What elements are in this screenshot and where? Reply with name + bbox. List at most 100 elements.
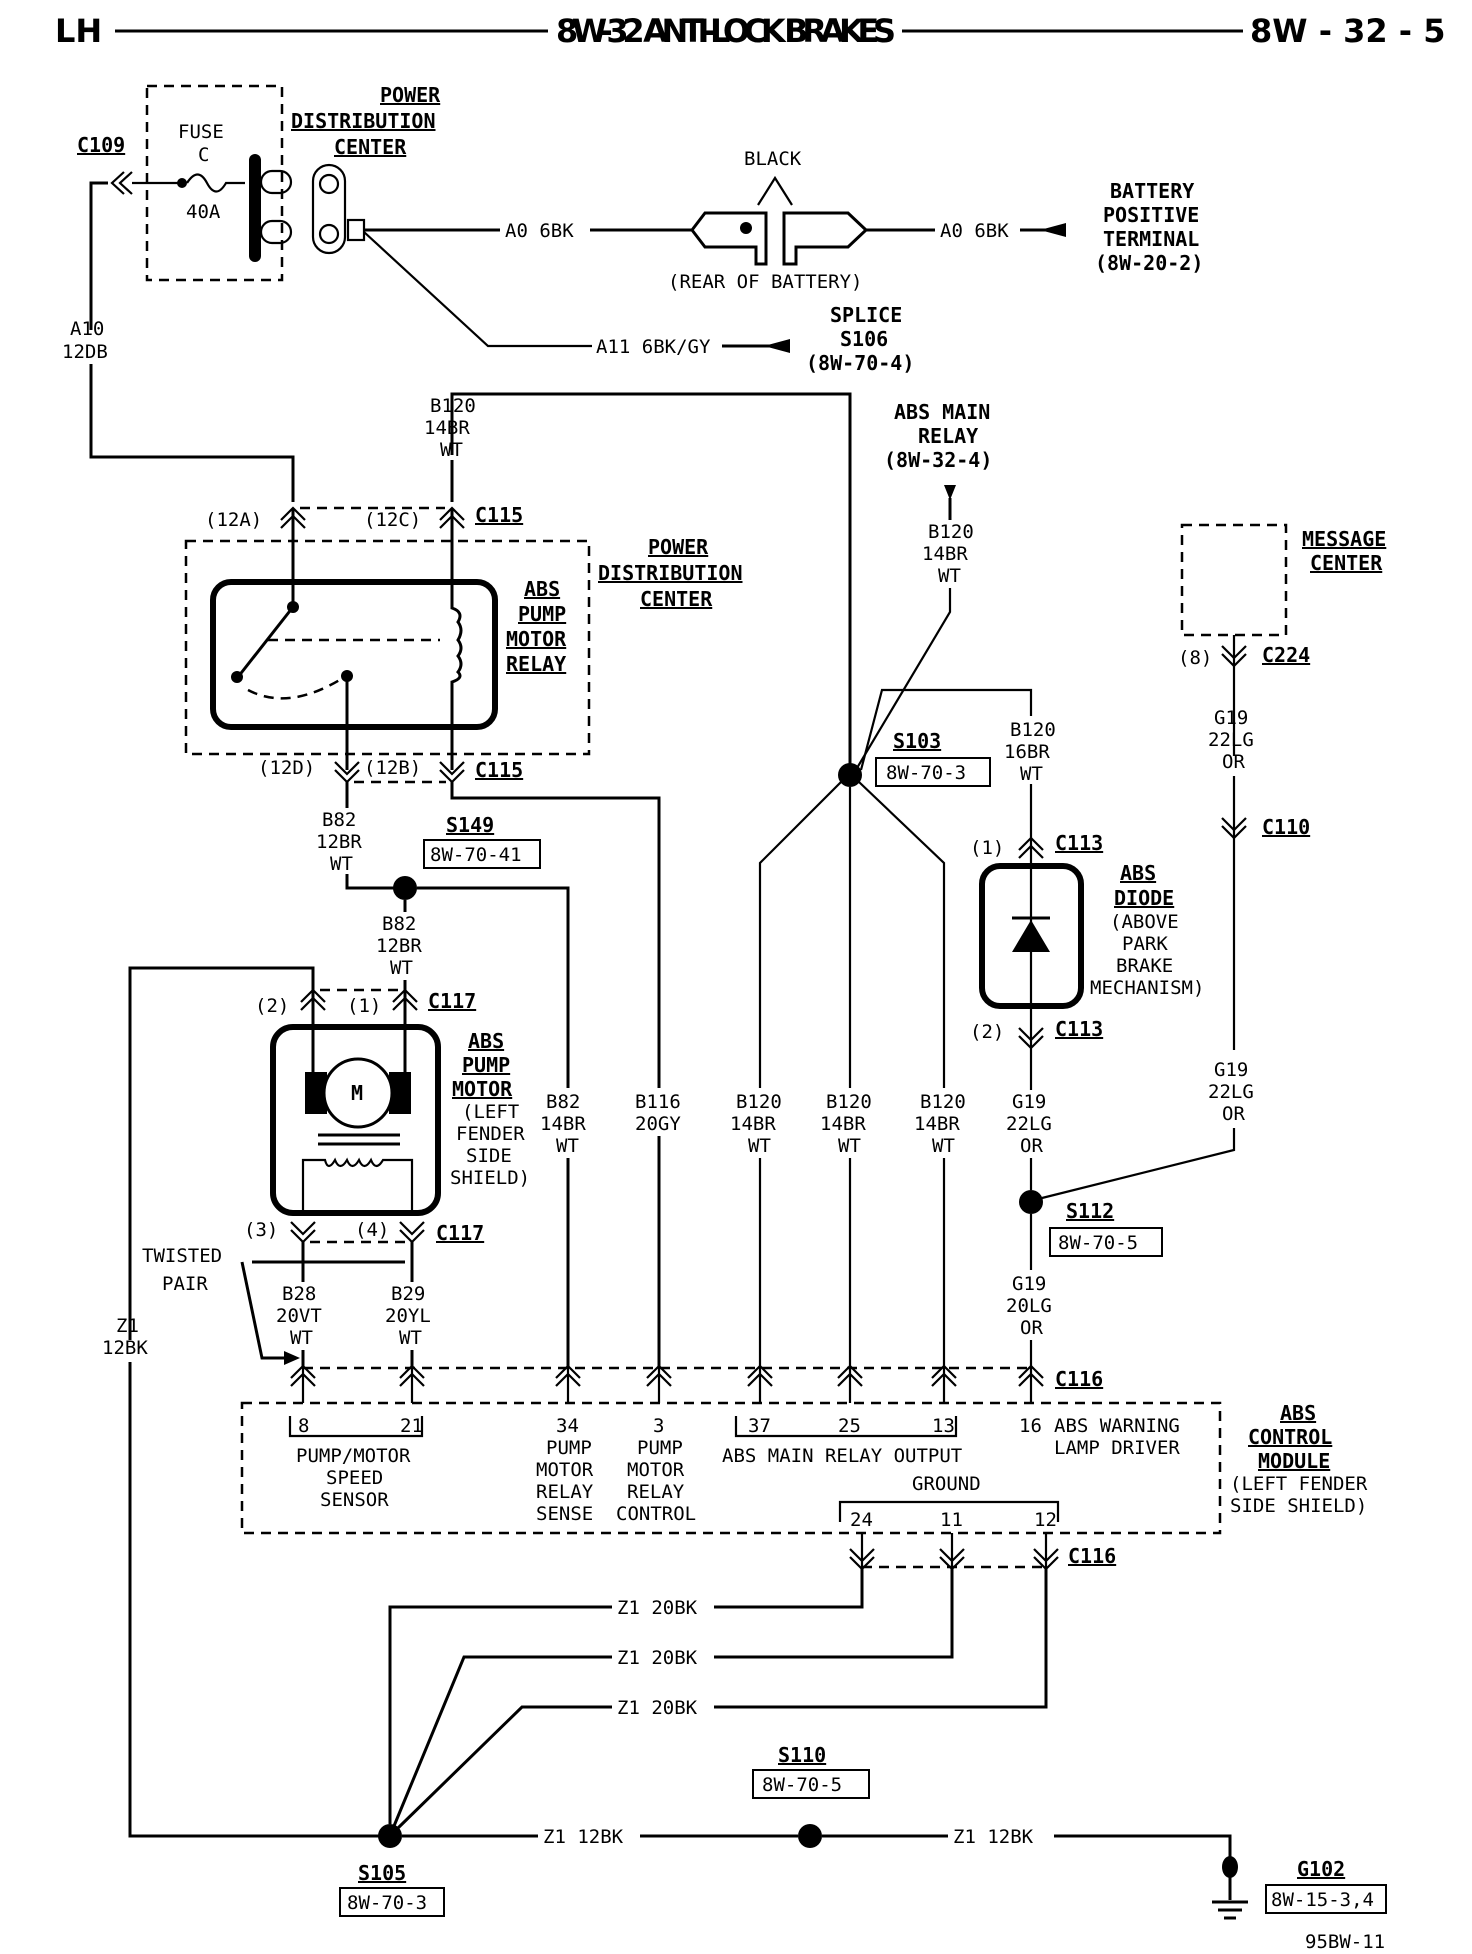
abs-diode-loc-1: (ABOVE [1110,911,1179,933]
a0-label-right: A0 6BK [940,220,1009,242]
pin-21: 21 [400,1415,423,1437]
c224-icon [1221,645,1247,668]
warning-label-1: ABS WARNING [1054,1415,1180,1437]
pin-11: 11 [940,1509,963,1531]
s112-splice-dot [1019,1190,1043,1214]
b116-wire [450,782,661,1088]
b82-mid-2: 12BR [376,935,422,957]
a10-wire-route [89,364,295,502]
b120-top-3: WT [440,439,463,461]
fuse-terminal-dot [177,178,187,188]
s110-ref-box [752,1769,870,1799]
motor-brush-left [305,1072,327,1114]
abs-diode-loc-2: PARK [1122,933,1168,955]
s149-name: S149 [446,813,494,837]
z1-left-2: 12BK [102,1337,148,1359]
diode-icon [1012,920,1050,952]
s105-ref: 8W-70-3 [347,1892,427,1914]
message-center-2: CENTER [1310,551,1383,575]
message-center-box [1180,523,1288,637]
c116-bottom-label: C116 [1068,1544,1116,1568]
z1-12bk-a: Z1 12BK [543,1826,624,1848]
sense-label-4: SENSE [536,1503,593,1525]
b28-3: WT [290,1327,313,1349]
a10-label-1: A10 [70,318,104,340]
c116-top-label: C116 [1055,1367,1103,1391]
rear-of-battery-label: (REAR OF BATTERY) [668,271,862,293]
c117-pin2-icon [300,988,326,1011]
b82-top-wire [345,874,405,890]
pin-34: 34 [556,1415,579,1437]
b120-c-2: 14BR [914,1113,960,1135]
b116-1: B116 [635,1091,681,1113]
header-page: 8W - 32 - 5 [1250,12,1445,50]
pump-relay-4: RELAY [506,652,566,676]
abs-module-loc-1: (LEFT FENDER [1230,1473,1368,1495]
abs-main-relay-2: RELAY [918,424,978,448]
fuse-label: FUSE [178,121,224,143]
pin-13: 13 [932,1415,955,1437]
z1-12bk-b: Z1 12BK [953,1826,1034,1848]
pin-16: 16 [1019,1415,1042,1437]
pdc-top-title-2: DISTRIBUTION [291,109,436,133]
sense-label-1: PUMP [546,1437,592,1459]
b120-c-3: WT [932,1135,955,1157]
g102-name: G102 [1297,1857,1345,1881]
main-relay-label: ABS MAIN RELAY OUTPUT [722,1445,962,1467]
control-label-3: RELAY [627,1481,685,1503]
motor-symbol: M [351,1081,363,1105]
g19-low-1: G19 [1012,1273,1046,1295]
b120-relay-wire [856,588,952,769]
battery-terminal-1: BATTERY [1110,179,1194,203]
z1-ground-11-left [392,1655,612,1827]
z1-left-1: Z1 [116,1315,139,1337]
b120-b-1: B120 [826,1091,872,1113]
battery-connector-pin [740,222,752,234]
z1-20bk-1: Z1 20BK [617,1597,698,1619]
g19-c110-1: G19 [1214,1059,1248,1081]
g19-mc-1: G19 [1214,707,1248,729]
fuse-c-label: C [198,144,209,166]
b120-b-2: 14BR [820,1113,866,1135]
c224-label: C224 [1262,643,1310,667]
c117-top-label: C117 [428,989,476,1013]
battery-terminal-2: POSITIVE [1103,203,1199,227]
splice-s106-3: (8W-70-4) [806,351,914,375]
pin-12: 12 [1034,1509,1057,1531]
pump-motor-loc-1: (LEFT [462,1101,519,1123]
pin-2: (2) [255,995,289,1017]
twisted-label-2: PAIR [162,1273,208,1295]
b120-top-1: B120 [430,395,476,417]
abs-diode-box [979,863,1084,1009]
b120-top-wire [450,392,852,775]
b120-diode-1: B120 [1010,719,1056,741]
s105-ref-box [339,1887,445,1917]
b120-a-1: B120 [736,1091,782,1113]
abs-diode-loc-4: MECHANISM) [1090,977,1204,999]
z1-ground-12 [714,1567,1048,1709]
s103-name: S103 [893,729,941,753]
c116-ground-pin-icons [849,1533,1059,1571]
s103-splice-dot [838,763,862,787]
speed-bracket [288,1416,424,1438]
b120-relay-1: B120 [928,521,974,543]
c110-icon [1221,817,1247,840]
s110-name: S110 [778,1743,826,1767]
battery-arrow-icon [1040,223,1066,237]
pin-8: 8 [298,1415,309,1437]
b82-mid-3: WT [390,957,413,979]
pin-3: 3 [653,1415,664,1437]
g19-mc-3: OR [1222,751,1245,773]
g19-c110-3: OR [1222,1103,1245,1125]
busbar-stud-top [259,169,293,195]
pump-motor-loc-3: SIDE [466,1145,512,1167]
s149-ref-box [423,839,541,869]
s149-ref: 8W-70-41 [430,844,522,866]
b29-3: WT [399,1327,422,1349]
pdc-mid-1: POWER [648,535,709,559]
pump-relay-1: ABS [524,577,560,601]
b120-c-1: B120 [920,1091,966,1113]
c116-pin-icons [290,1364,1044,1403]
pin-3: (3) [244,1219,278,1241]
c113-top-label: C113 [1055,831,1103,855]
